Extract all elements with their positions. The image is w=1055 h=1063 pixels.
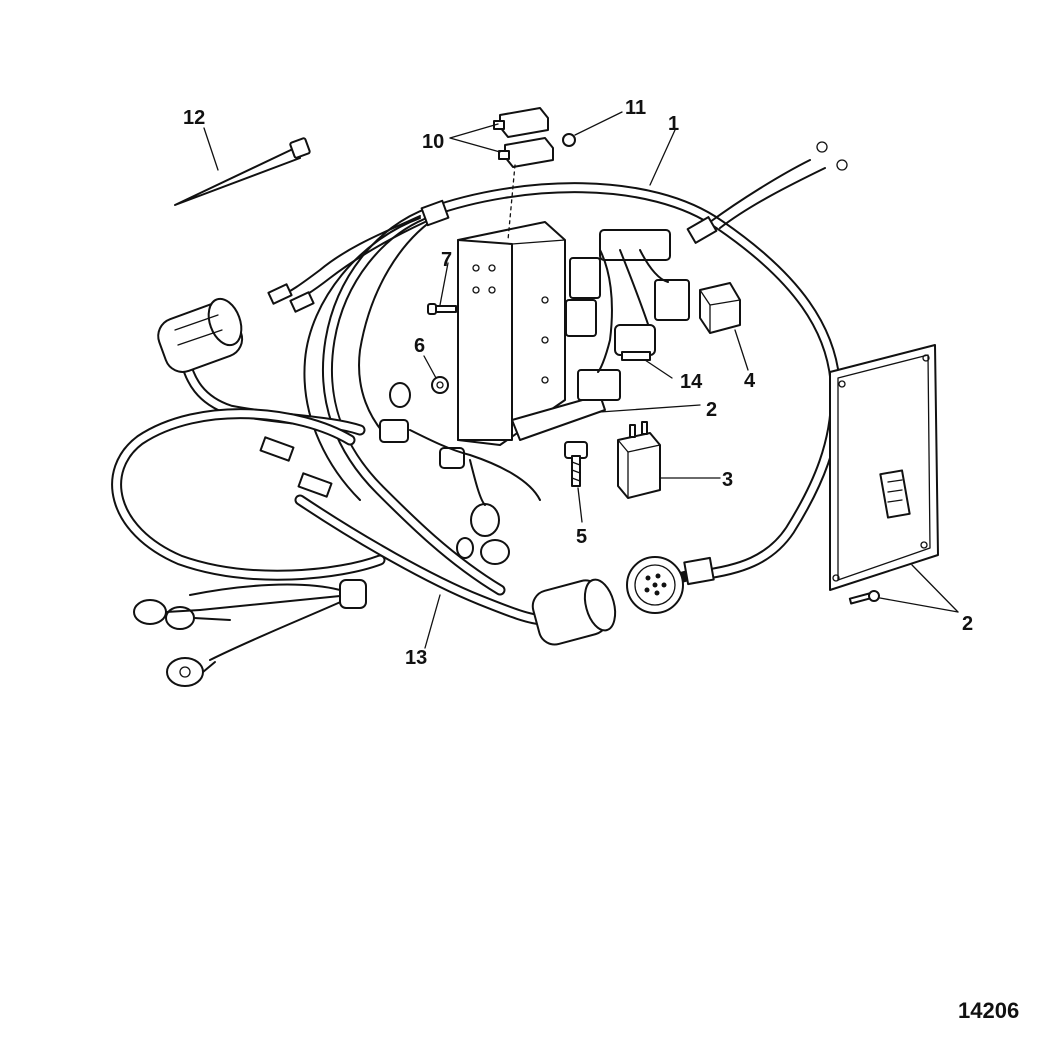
screw-7 [427,303,457,315]
round-multipin-connector [626,556,715,614]
nut-6 [431,376,449,394]
callout-7: 7 [441,249,452,271]
bundle-small-connectors [379,382,541,565]
plug-11 [562,133,576,147]
bracket-box [457,221,606,446]
loop-cable [111,408,386,581]
callout-14: 14 [680,371,703,393]
figure-number: 14206 [958,998,1019,1023]
callout-labels: 12 10 11 1 7 6 14 4 2 3 5 13 2 14206 [183,97,1019,1023]
alignment-dotted-line [507,164,516,241]
callout-3: 3 [722,469,733,491]
main-harness-cable [424,141,848,581]
callout-13: 13 [405,647,427,669]
module-plate [829,344,939,605]
fuse-holders-10 [493,107,554,168]
lower-cable [294,494,617,646]
callout-10: 10 [422,131,444,153]
callout-5: 5 [576,526,587,548]
relay-4 [699,282,741,334]
callout-1: 1 [668,113,679,135]
callout-4: 4 [744,370,756,392]
callout-2-bracket: 2 [706,399,717,421]
leader-lines [203,111,959,649]
callout-6: 6 [414,335,425,357]
relay-3 [617,421,661,499]
callout-11: 11 [625,97,646,119]
callout-2-plate: 2 [962,613,973,635]
ring-terminal-leads [133,579,367,687]
bolt-5 [564,441,588,487]
cable-tie-12 [174,137,311,206]
relay-cluster [565,229,690,401]
left-harness-bundle [267,199,506,596]
callout-12: 12 [183,107,205,129]
